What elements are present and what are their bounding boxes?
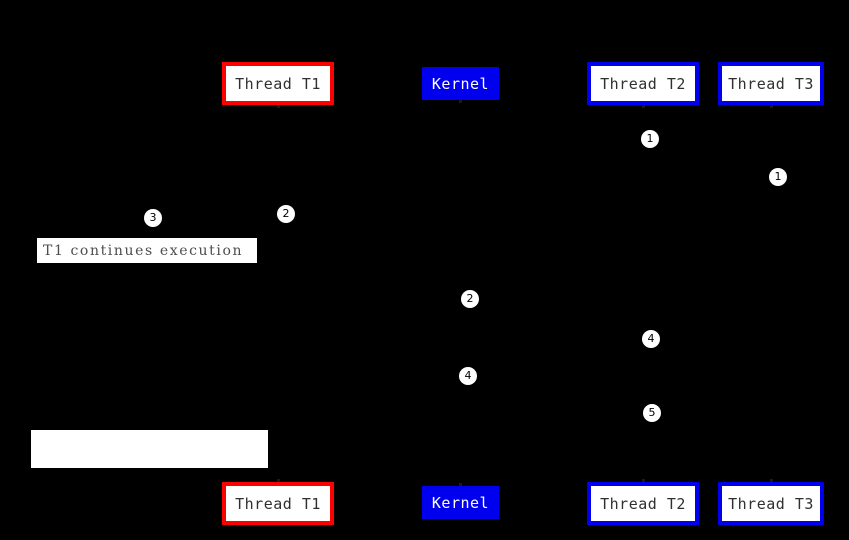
lifeline-t1	[278, 105, 279, 482]
step-marker-1: 1	[769, 168, 787, 186]
lifeline-stub-bottom-kernel	[459, 483, 462, 487]
participant-t1[interactable]: Thread T1	[222, 62, 334, 105]
lifeline-kernel	[460, 100, 461, 486]
step-marker-2: 2	[277, 205, 295, 223]
participant-t2b[interactable]: Thread T2	[587, 482, 699, 525]
lifeline-stub-top-t2	[642, 104, 645, 108]
participant-label: Kernel	[431, 74, 490, 93]
lifeline-stub-top-kernel	[459, 99, 462, 103]
participant-t3[interactable]: Thread T3	[718, 62, 824, 105]
participant-label: Thread T3	[728, 74, 814, 93]
lifeline-stub-top-t3	[770, 104, 773, 108]
step-marker-3: 3	[144, 209, 162, 227]
participant-label: Thread T2	[600, 494, 686, 513]
participant-label: Thread T3	[728, 494, 814, 513]
note-blank-note	[31, 430, 268, 468]
participant-label: Thread T1	[235, 494, 321, 513]
lifeline-stub-bottom-t1	[277, 479, 280, 483]
participant-label: Thread T2	[600, 74, 686, 93]
step-marker-4: 4	[459, 367, 477, 385]
participant-kernelb[interactable]: Kernel	[422, 486, 499, 519]
participant-label: Kernel	[431, 493, 490, 512]
lifeline-t3	[771, 105, 772, 482]
participant-t2[interactable]: Thread T2	[587, 62, 699, 105]
participant-kernel[interactable]: Kernel	[422, 67, 499, 100]
step-marker-2: 2	[461, 290, 479, 308]
lifeline-stub-top-t1	[277, 104, 280, 108]
lifeline-stub-bottom-t2	[642, 479, 645, 483]
lifeline-t2	[643, 105, 644, 482]
note-t1-continues: T1 continues execution	[36, 237, 258, 264]
step-marker-1: 1	[641, 130, 659, 148]
step-marker-4: 4	[642, 330, 660, 348]
lifeline-stub-bottom-t3	[770, 479, 773, 483]
participant-t3b[interactable]: Thread T3	[718, 482, 824, 525]
step-marker-5: 5	[643, 404, 661, 422]
participant-label: Thread T1	[235, 74, 321, 93]
participant-t1b[interactable]: Thread T1	[222, 482, 334, 525]
